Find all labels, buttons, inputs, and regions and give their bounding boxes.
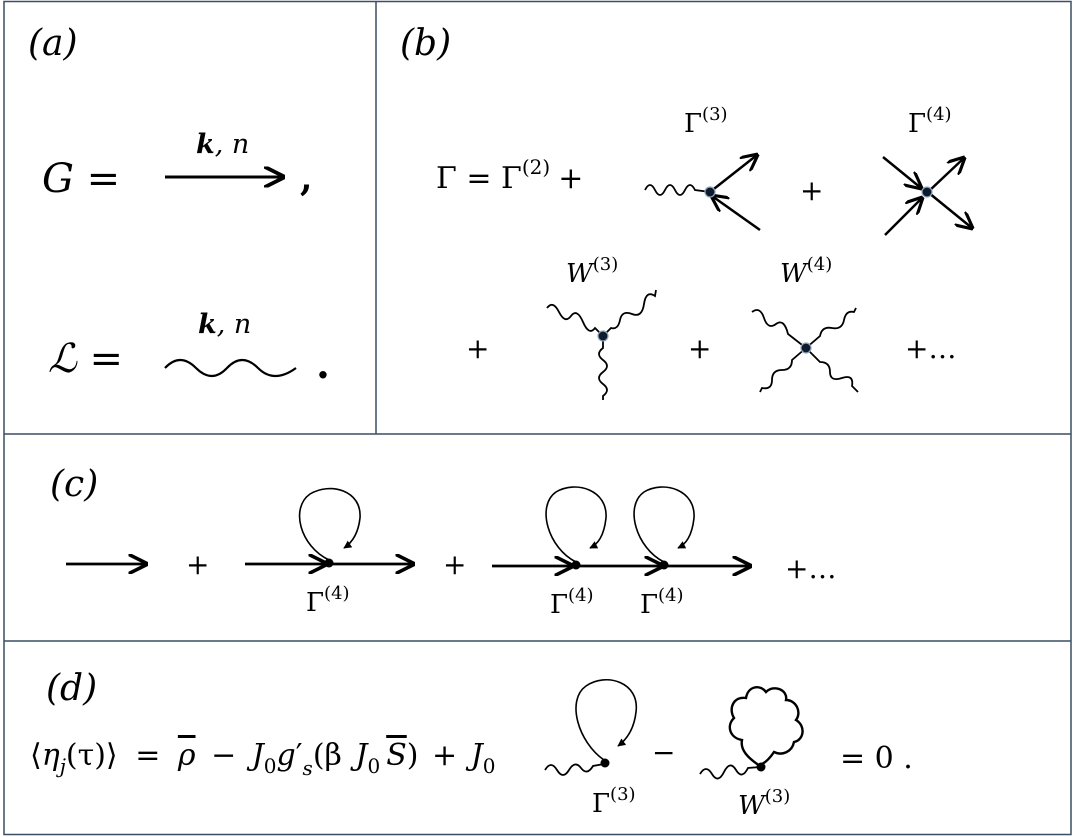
- tadpole-vertex-dot: [600, 758, 610, 768]
- plus-sign: +: [443, 548, 466, 581]
- gamma3-incoming-arrow: [712, 196, 761, 232]
- series-continuation: +…: [785, 552, 836, 585]
- w4-wavy-leg-4: [805, 347, 859, 393]
- w-loop-label: W(3): [738, 786, 790, 821]
- w4-wavy-leg-2: [805, 307, 857, 349]
- vertex-sum-lhs: Γ = Γ(2)+: [436, 155, 583, 196]
- loop2-tadpole-b: [633, 486, 695, 563]
- panel-b: (b) Γ = Γ(2)+ Γ(3) + Γ(4) + W(3) + W(4): [400, 23, 972, 400]
- w3-label: W(3): [566, 254, 618, 289]
- gamma3-label: Γ(3): [684, 104, 728, 139]
- panel-d-label: (d): [46, 668, 97, 709]
- wavy-interaction-line: [164, 358, 297, 378]
- w4-vertex-dot: [800, 342, 812, 354]
- plus-sign: +: [186, 548, 209, 581]
- panel-c: (c) + Γ(4) + Γ(4) Γ(4) +…: [50, 464, 836, 620]
- gamma4-label: Γ(4): [908, 104, 952, 139]
- loop2-vertex-dot-b: [659, 560, 669, 570]
- equation-rhs: = 0 .: [840, 741, 913, 776]
- loop2-vertex-dot-a: [571, 560, 581, 570]
- w-wiggly-loop: [728, 686, 804, 767]
- plus-sign: +: [800, 174, 823, 207]
- momentum-k: k: [198, 309, 217, 340]
- series-continuation: +…: [905, 332, 956, 365]
- panel-frame: [3, 0, 1072, 836]
- loop2-gamma-label-b: Γ(4): [640, 585, 684, 620]
- loop2-tadpole-a: [545, 486, 607, 563]
- loop1-gamma-label: Γ(4): [306, 583, 350, 618]
- loop2-gamma-label-a: Γ(4): [550, 585, 594, 620]
- gamma4-in-arrow-2: [884, 198, 922, 236]
- plus-sign: +: [688, 332, 711, 365]
- gamma3-wavy-leg: [644, 184, 711, 196]
- w3-wavy-leg-right: [602, 289, 657, 337]
- panel-c-label: (c): [50, 464, 98, 505]
- gamma4-in-arrow-1: [882, 156, 921, 188]
- w4-label: W(4): [780, 254, 832, 289]
- w3-vertex-dot: [597, 330, 609, 342]
- tadpole-gamma-label: Γ(3): [592, 784, 636, 819]
- gamma3-vertex-dot: [704, 186, 716, 198]
- panel-a-label: (a): [28, 23, 78, 64]
- plus-sign: +: [466, 332, 489, 365]
- propagator-label: k, n: [196, 129, 249, 160]
- w4-wavy-leg-3: [759, 347, 807, 393]
- minus-sign: −: [652, 736, 675, 769]
- tadpole-wavy-leg: [544, 763, 605, 776]
- loop1-tadpole: [298, 487, 361, 561]
- w4-wavy-leg-1: [751, 309, 807, 349]
- panel-a: (a) G = k, n , ℒ = k, n .: [28, 23, 330, 388]
- w3-wavy-leg-left: [546, 303, 604, 337]
- gamma4-out-arrow-2: [928, 192, 972, 228]
- w-loop-wavy-leg: [699, 764, 761, 780]
- gamma4-out-arrow-1: [928, 158, 964, 192]
- w-loop-vertex-dot: [756, 762, 766, 772]
- momentum-k: k: [196, 129, 215, 160]
- index-n: , n: [215, 129, 250, 160]
- interaction-lhs: ℒ =: [48, 336, 123, 382]
- gamma4-vertex-dot: [921, 186, 933, 198]
- greens-comma: ,: [300, 157, 313, 199]
- gamma3-outgoing-arrow: [709, 155, 757, 193]
- tadpole-loop: [575, 678, 637, 761]
- w3-wavy-leg-down: [598, 336, 608, 400]
- interaction-period: .: [316, 341, 330, 388]
- panel-b-label: (b): [400, 23, 451, 64]
- interaction-label: k, n: [198, 309, 251, 340]
- index-n: , n: [217, 309, 252, 340]
- greens-function-lhs: G =: [42, 156, 120, 202]
- outer-border: [3, 0, 1072, 836]
- loop1-vertex-dot: [324, 558, 334, 568]
